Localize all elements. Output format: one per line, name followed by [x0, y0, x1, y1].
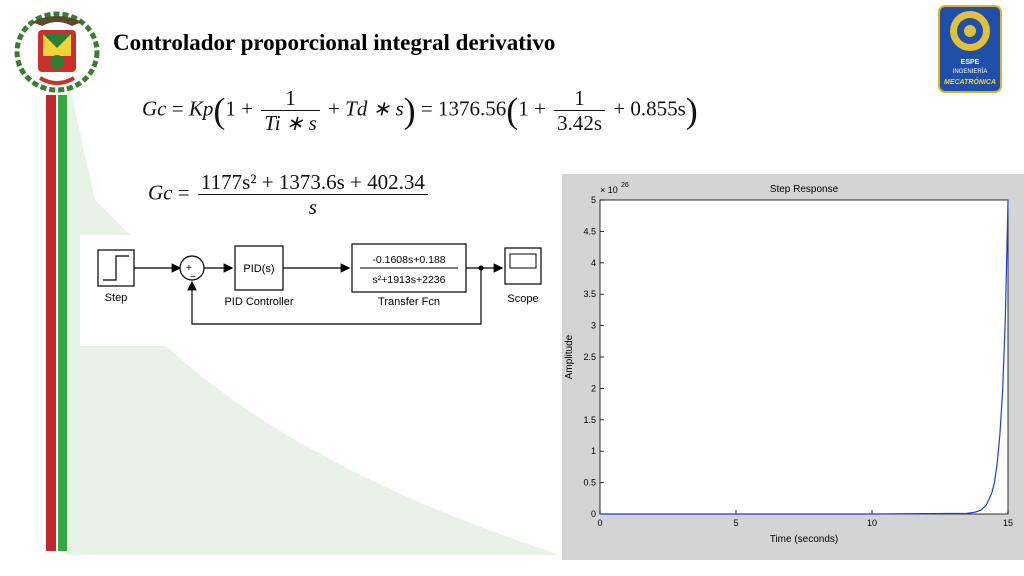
- y-tick-label: 4: [591, 258, 596, 268]
- eq1-equals2: =: [421, 96, 433, 120]
- slide-title: Controlador proporcional integral deriva…: [113, 30, 555, 56]
- tf-denominator: s²+1913s+2236: [373, 274, 446, 286]
- eq1-fraction-integral: 1Ti ∗ s: [261, 86, 320, 135]
- y-tick-label: 4.5: [583, 226, 596, 236]
- x-tick-label: 15: [1003, 518, 1013, 528]
- simulink-block-diagram: Step + − PID(s) PID Controller -0.1608s+…: [80, 236, 550, 346]
- university-crest-icon: [10, 8, 104, 94]
- x-tick-label: 10: [867, 518, 877, 528]
- pid-controller-block[interactable]: PID(s) PID Controller: [224, 246, 293, 308]
- y-tick-label: 1: [591, 446, 596, 456]
- y-tick-label: 3.5: [583, 289, 596, 299]
- eq1-kp: Kp: [189, 96, 214, 120]
- y-multiplier-label: × 10: [600, 185, 618, 195]
- eq1-one: 1: [225, 96, 236, 120]
- green-stripe: [58, 95, 67, 551]
- y-tick-label: 3: [591, 321, 596, 331]
- scope-block[interactable]: Scope: [505, 248, 541, 305]
- y-tick-label: 0.5: [583, 478, 596, 488]
- pid-label: PID Controller: [224, 296, 293, 308]
- eq1-kp-value: 1376.56: [438, 96, 506, 120]
- step-response-figure: Step Response × 10 26 Time (seconds) Amp…: [562, 174, 1024, 560]
- eq1-lhs: Gc: [142, 96, 167, 120]
- y-tick-label: 1.5: [583, 415, 596, 425]
- y-tick-label: 5: [591, 195, 596, 205]
- x-axis-label: Time (seconds): [770, 534, 839, 545]
- step-label: Step: [105, 292, 128, 304]
- y-exponent-label: 26: [621, 182, 629, 189]
- eq1-plus1: +: [241, 96, 253, 120]
- plot-axes-area: [600, 200, 1008, 514]
- equation-pid-form: Gc = Kp(1 + 1Ti ∗ s + Td ∗ s) = 1376.56(…: [142, 86, 698, 135]
- eq2-denominator: s: [198, 195, 428, 219]
- scope-label: Scope: [507, 293, 538, 305]
- eq2-equals: =: [178, 180, 190, 204]
- sum-minus-sign: −: [190, 272, 196, 283]
- equation-polynomial-form: Gc = 1177s² + 1373.6s + 402.34s: [148, 170, 431, 219]
- eq1-fraction-integral-value: 13.42s: [554, 86, 605, 135]
- logo-text-ingenieria: INGENIERÍA: [953, 68, 988, 75]
- eq1-derivative-term: Td ∗ s: [345, 96, 403, 120]
- eq1-derivative-value: 0.855s: [630, 96, 685, 120]
- x-tick-label: 0: [597, 518, 602, 528]
- tf-numerator: -0.1608s+0.188: [372, 254, 445, 266]
- logo-text-mecatronica: MECATRÓNICA: [944, 77, 996, 86]
- logo-text-espe: ESPE: [961, 59, 980, 66]
- y-tick-label: 0: [591, 509, 596, 519]
- chart-title: Step Response: [770, 184, 839, 195]
- y-tick-label: 2: [591, 383, 596, 393]
- eq2-fraction: 1177s² + 1373.6s + 402.34s: [198, 170, 428, 219]
- eq2-numerator: 1177s² + 1373.6s + 402.34: [198, 170, 428, 195]
- pid-block-text: PID(s): [243, 263, 274, 275]
- y-axis-label: Amplitude: [564, 334, 575, 379]
- eq1-plus2: +: [328, 96, 340, 120]
- espe-mechatronics-logo-icon: ESPE INGENIERÍA MECATRÓNICA: [938, 5, 1002, 93]
- x-tick-label: 5: [733, 518, 738, 528]
- y-tick-label: 2.5: [583, 352, 596, 362]
- eq1-equals: =: [172, 96, 184, 120]
- eq2-lhs: Gc: [148, 180, 173, 204]
- tf-label: Transfer Fcn: [378, 296, 440, 308]
- red-stripe: [46, 95, 56, 551]
